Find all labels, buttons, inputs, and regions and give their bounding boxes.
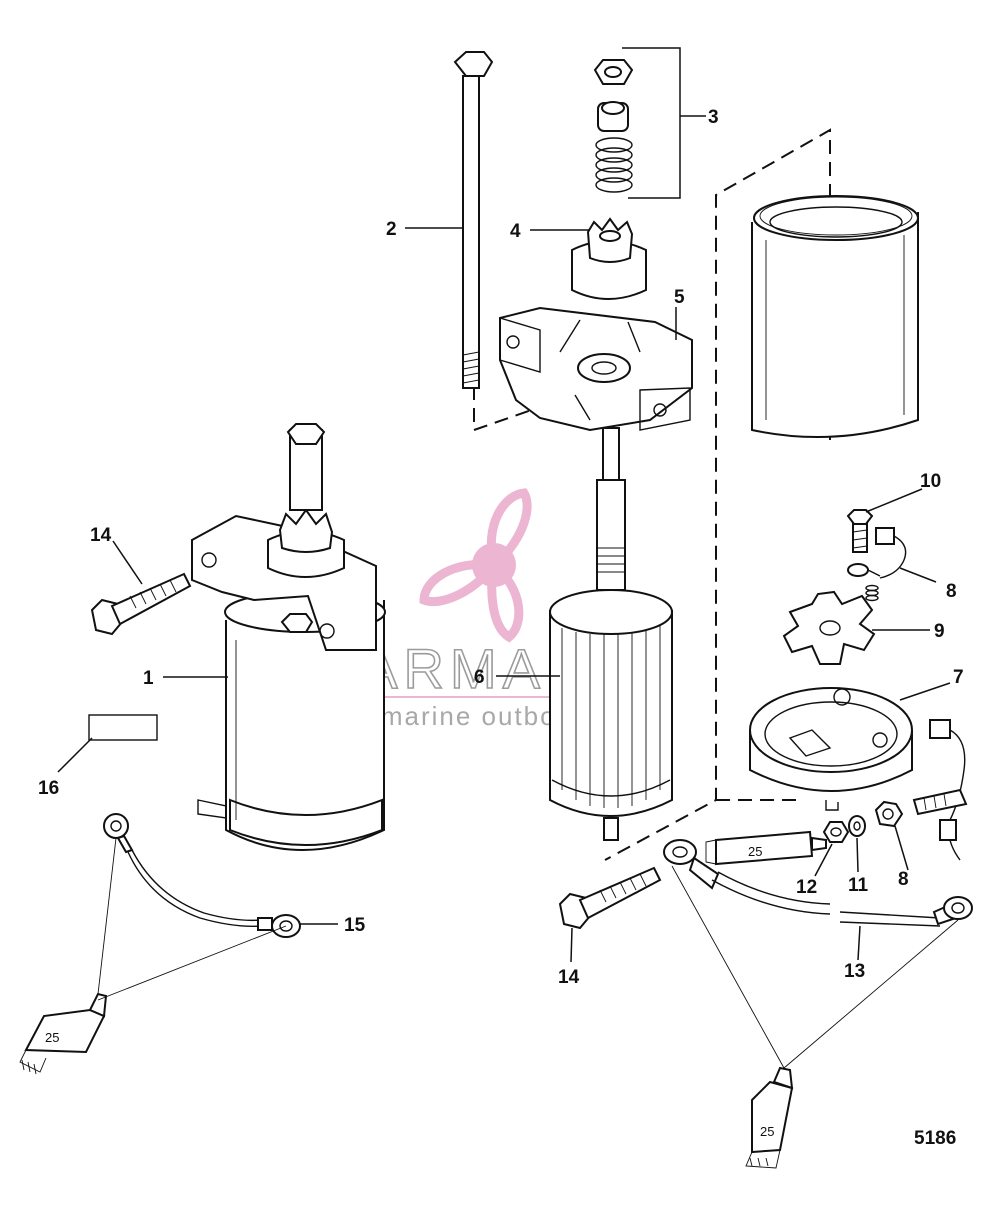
drive-pinion: [571, 217, 647, 300]
callout-14-left: 14: [90, 525, 112, 546]
sealant-label-bottom: 25: [760, 1124, 774, 1139]
starter-motor-assembly: [191, 423, 386, 851]
callout-6: 6: [474, 667, 485, 688]
mounting-bolt-right: [558, 866, 662, 930]
brush-holder: [782, 590, 876, 665]
figure-number: 5186: [914, 1128, 956, 1149]
decal-label: [88, 714, 158, 741]
callout-9: 9: [934, 621, 945, 642]
callout-5: 5: [674, 287, 685, 308]
callout-12: 12: [796, 877, 817, 898]
callout-1: 1: [143, 668, 154, 689]
armature: [549, 427, 673, 841]
propeller-icon: [419, 488, 532, 643]
through-bolt: [453, 51, 494, 389]
callout-10: 10: [920, 471, 941, 492]
brush-screw: [846, 509, 874, 553]
callout-8-upper: 8: [946, 581, 957, 602]
starter-frame-housing: [751, 195, 919, 438]
brush-with-lead-upper: [847, 527, 907, 602]
callout-16: 16: [38, 778, 59, 799]
callout-8-lower: 8: [898, 869, 909, 890]
brush-spring-upper: [865, 584, 879, 602]
nut-spacer-spring-kit: [593, 59, 634, 193]
callout-15: 15: [344, 915, 366, 936]
battery-cable-long: [663, 839, 973, 927]
sealant-tube-bottom: 25: [745, 1066, 794, 1169]
lock-washer: [848, 815, 866, 837]
sealant-tube-left: 25: [19, 992, 108, 1075]
callout-13: 13: [844, 961, 865, 982]
sealant-label-center: 25: [748, 844, 762, 859]
callout-leaders: [57, 47, 951, 963]
callout-7: 7: [953, 667, 964, 688]
commutator-end-cap: [749, 687, 913, 811]
callout-4: 4: [510, 221, 521, 242]
brush-with-lead-lower: [912, 719, 968, 861]
sealant-tube-center: 25: [705, 830, 827, 866]
terminal-insulator: [874, 800, 904, 828]
mounting-bolt-left: [90, 572, 192, 636]
callout-3: 3: [708, 107, 719, 128]
sealant-leaders: [97, 837, 959, 1069]
callout-2: 2: [386, 219, 397, 240]
drive-end-cap: [499, 306, 693, 432]
sealant-label-left: 25: [45, 1030, 59, 1045]
callout-numbers: 1 2 3 4 5 6 7 8 8 9 10 11 12 13 14 14 15…: [38, 107, 964, 988]
callout-11: 11: [848, 875, 869, 896]
callout-14-right: 14: [558, 967, 580, 988]
ground-cable-short: [103, 813, 301, 938]
hex-nut: [822, 821, 850, 843]
